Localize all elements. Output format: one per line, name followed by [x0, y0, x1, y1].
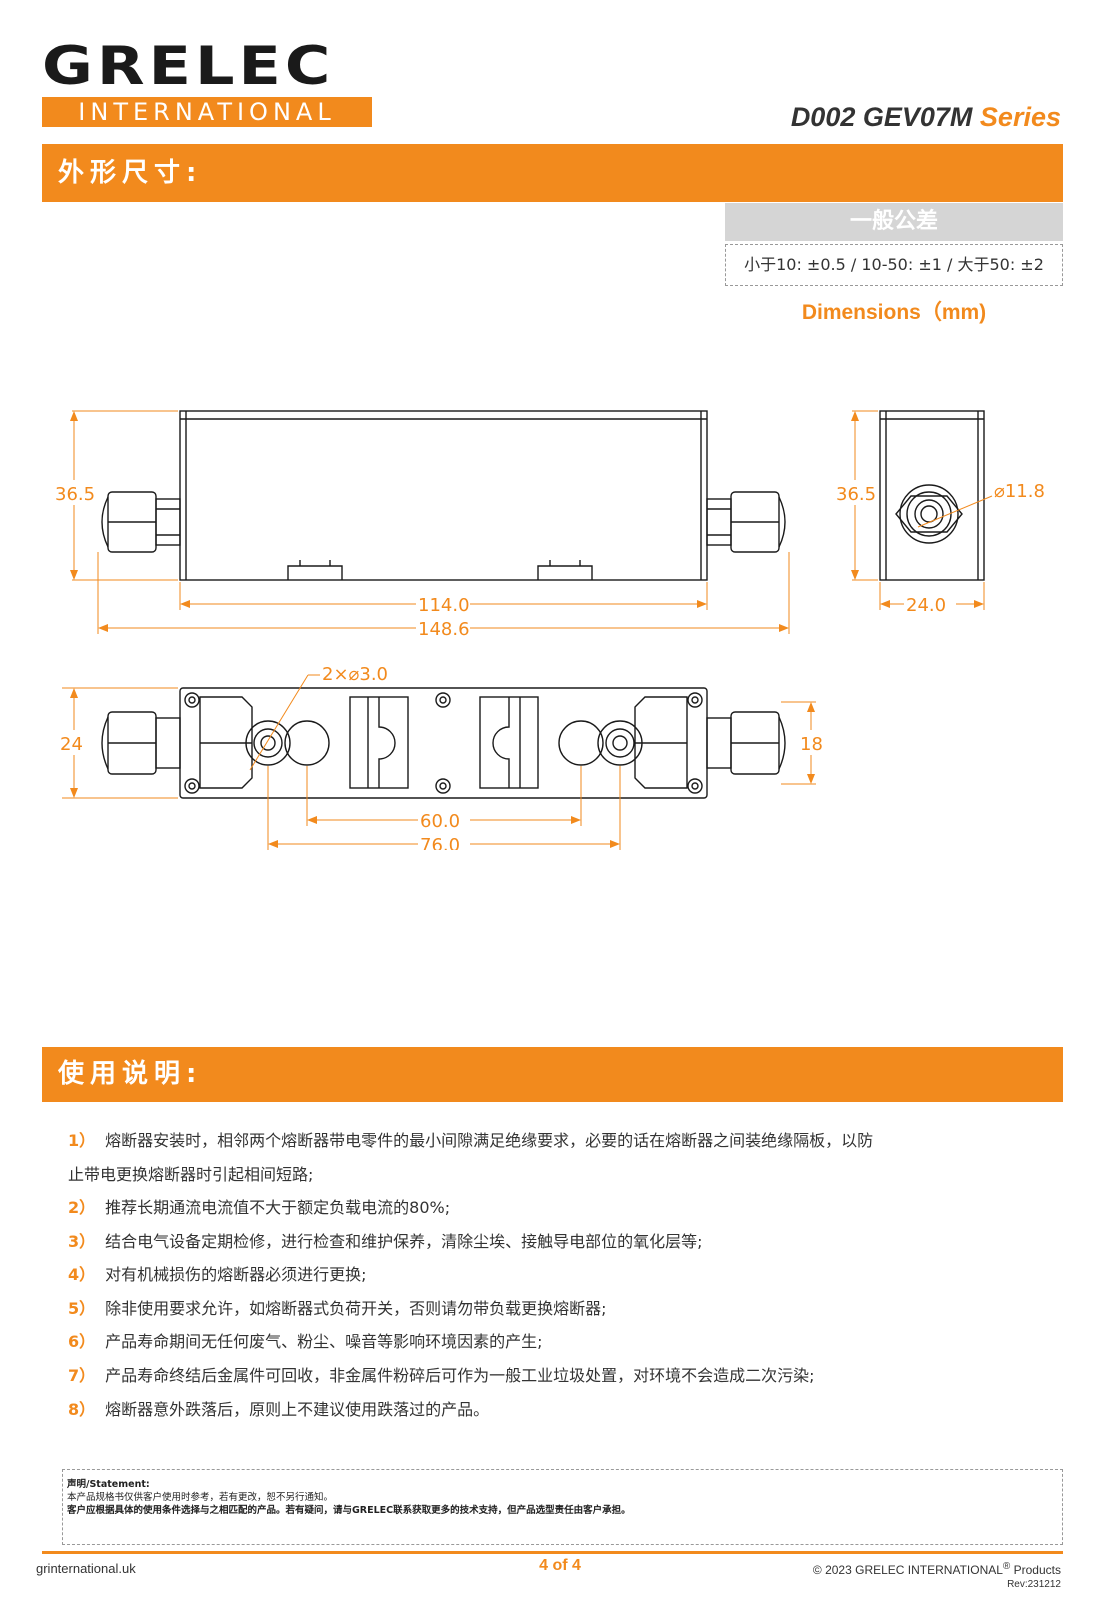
dim-top-height: 24	[60, 734, 83, 755]
statement-line-1: 本产品规格书仅供客户使用时参考，若有更改，恕不另行通知。	[67, 1492, 334, 1503]
top-view	[101, 687, 786, 799]
dim-span-inner: 60.0	[420, 811, 460, 832]
revision: Rev:231212	[1007, 1579, 1061, 1590]
logo-bar	[42, 97, 372, 127]
front-view	[101, 410, 786, 581]
series-code: D002 GEV07M	[790, 102, 973, 132]
statement-line-2: 客户应根据具体的使用条件选择与之相匹配的产品。若有疑问，请与GRELEC联系获取…	[67, 1505, 631, 1516]
dim-top-inner-height: 18	[800, 734, 823, 755]
statement-heading: 声明/Statement:	[67, 1479, 150, 1490]
instruction-4: 4）对有机械损伤的熔断器必须进行更换;	[68, 1265, 367, 1284]
dim-total-length: 148.6	[418, 619, 470, 640]
logo-wordmark: GRELEC	[42, 34, 335, 97]
instruction-3: 3）结合电气设备定期检修，进行检查和维护保养，清除尘埃、接触导电部位的氧化层等;	[68, 1232, 703, 1251]
statement-box: 声明/Statement: 本产品规格书仅供客户使用时参考，若有更改，恕不另行通…	[62, 1469, 1063, 1545]
dimensions-title: Dimensions（mm)	[801, 301, 987, 324]
dim-body-length: 114.0	[418, 595, 470, 616]
instruction-5: 5）除非使用要求允许，如熔断器式负荷开关，否则请勿带负载更换熔断器;	[68, 1299, 607, 1318]
dim-holes: 2×⌀3.0	[322, 664, 388, 685]
instruction-2: 2）推荐长期通流电流值不大于额定负载电流的80%;	[68, 1198, 451, 1217]
logo-subtitle: INTERNATIONAL	[78, 98, 336, 126]
instruction-1-cont: 止带电更换熔断器时引起相间短路;	[68, 1165, 314, 1184]
section-usage-header: 使用说明:	[42, 1047, 1063, 1102]
instruction-7: 7）产品寿命终结后金属件可回收，非金属件粉碎后可作为一般工业垃圾处置，对环境不会…	[68, 1366, 815, 1385]
section-dimensions-header: 外形尺寸:	[42, 144, 1063, 202]
dim-side-width: 24.0	[906, 595, 946, 616]
instruction-8: 8）熔断器意外跌落后，原则上不建议使用跌落过的产品。	[68, 1400, 490, 1419]
tolerance-values: 小于10: ±0.5 / 10-50: ±1 / 大于50: ±2	[725, 244, 1063, 286]
series-title: D002 GEV07M Series	[791, 102, 1061, 133]
instruction-6: 6）产品寿命期间无任何废气、粉尘、噪音等影响环境因素的产生;	[68, 1332, 543, 1351]
footer-copyright: © 2023 GRELEC INTERNATIONAL® Products	[812, 1561, 1061, 1577]
side-view	[879, 410, 985, 581]
series-word: Series	[979, 102, 1061, 132]
footer-website: grinternational.uk	[36, 1561, 136, 1576]
tolerance-title: 一般公差	[725, 203, 1063, 241]
page-number: 4 of 4	[539, 1557, 581, 1574]
instruction-1: 1）熔断器安装时，相邻两个熔断器带电零件的最小间隙满足绝缘要求，必要的话在熔断器…	[68, 1131, 874, 1150]
dim-span-outer: 76.0	[420, 835, 460, 850]
dim-side-height: 36.5	[836, 484, 876, 505]
technical-drawing: 36.5 114.0 148.6 36.5 ⌀11.8 24.0 2×⌀3.0 …	[55, 410, 1045, 850]
footer-divider	[42, 1551, 1063, 1554]
dim-front-height: 36.5	[55, 484, 95, 505]
dim-side-diameter: ⌀11.8	[994, 481, 1045, 502]
